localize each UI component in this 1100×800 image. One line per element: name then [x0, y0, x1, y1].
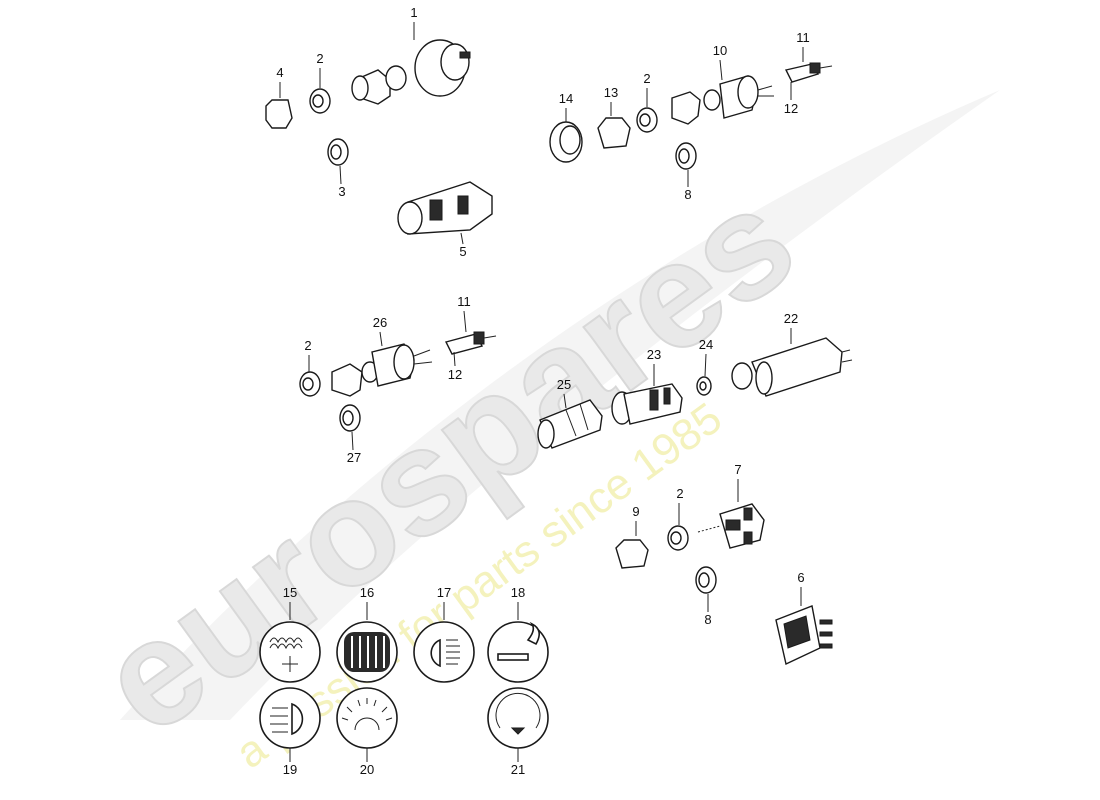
callout-24: 24 [699, 337, 713, 352]
callout-10: 10 [713, 43, 727, 58]
callout-17: 17 [437, 585, 451, 600]
callout-2-d: 2 [676, 486, 683, 501]
callout-6: 6 [797, 570, 804, 585]
callout-2-c: 2 [304, 338, 311, 353]
callout-11-b: 11 [457, 294, 471, 309]
seat-heater-icon[interactable] [336, 621, 398, 683]
callout-9: 9 [632, 504, 639, 519]
part-2-nut-d[interactable] [667, 525, 689, 551]
cigarette-lighter-icon[interactable] [487, 621, 549, 683]
callout-12-b: 12 [448, 367, 462, 382]
callout-23: 23 [647, 347, 661, 362]
part-11-plug-b[interactable] [444, 331, 497, 355]
heating-control-icon[interactable] [487, 687, 549, 749]
callout-1: 1 [410, 5, 417, 20]
part-25-sleeve[interactable] [537, 399, 603, 449]
callout-11-a: 11 [796, 30, 810, 45]
part-3-grommet[interactable] [327, 138, 349, 166]
callout-26: 26 [373, 315, 387, 330]
callout-8-b: 8 [704, 612, 711, 627]
rear-window-heater-icon[interactable] [259, 621, 321, 683]
callout-8-a: 8 [684, 187, 691, 202]
part-7-rotary-switch[interactable] [697, 503, 765, 549]
interior-light-icon[interactable] [336, 687, 398, 749]
fog-light-icon[interactable] [259, 687, 321, 749]
part-4-knob[interactable] [265, 99, 293, 129]
callout-13: 13 [604, 85, 618, 100]
part-8-grommet-b[interactable] [695, 566, 717, 594]
callout-4: 4 [276, 65, 283, 80]
callout-25: 25 [557, 377, 571, 392]
callout-2-b: 2 [643, 71, 650, 86]
part-23-element[interactable] [611, 383, 683, 425]
part-2-nut-a[interactable] [309, 88, 331, 114]
callout-16: 16 [360, 585, 374, 600]
part-8-grommet-a[interactable] [675, 142, 697, 170]
callout-20: 20 [360, 762, 374, 777]
part-13-knob[interactable] [597, 117, 631, 149]
callout-14: 14 [559, 91, 573, 106]
callout-12-a: 12 [784, 101, 798, 116]
part-1-switch[interactable] [351, 39, 471, 105]
part-10-switch[interactable] [671, 75, 774, 125]
part-24-nut[interactable] [696, 376, 712, 396]
callout-18: 18 [511, 585, 525, 600]
part-5-socket[interactable] [397, 181, 493, 235]
part-2-nut-b[interactable] [636, 107, 658, 133]
headlight-icon[interactable] [413, 621, 475, 683]
part-2-nut-c[interactable] [299, 371, 321, 397]
part-26-switch[interactable] [331, 343, 433, 397]
callout-27: 27 [347, 450, 361, 465]
callout-2-a: 2 [316, 51, 323, 66]
callout-22: 22 [784, 311, 798, 326]
part-11-plug-a[interactable] [784, 62, 833, 83]
part-22-lighter[interactable] [731, 337, 853, 397]
callout-3: 3 [338, 184, 345, 199]
callout-5: 5 [459, 244, 466, 259]
part-14-ring[interactable] [549, 121, 583, 163]
part-9-knob[interactable] [615, 539, 649, 569]
callout-21: 21 [511, 762, 525, 777]
part-6-rocker-switch[interactable] [775, 605, 833, 666]
callout-7: 7 [734, 462, 741, 477]
callout-15: 15 [283, 585, 297, 600]
part-27-grommet[interactable] [339, 404, 361, 432]
callout-19: 19 [283, 762, 297, 777]
